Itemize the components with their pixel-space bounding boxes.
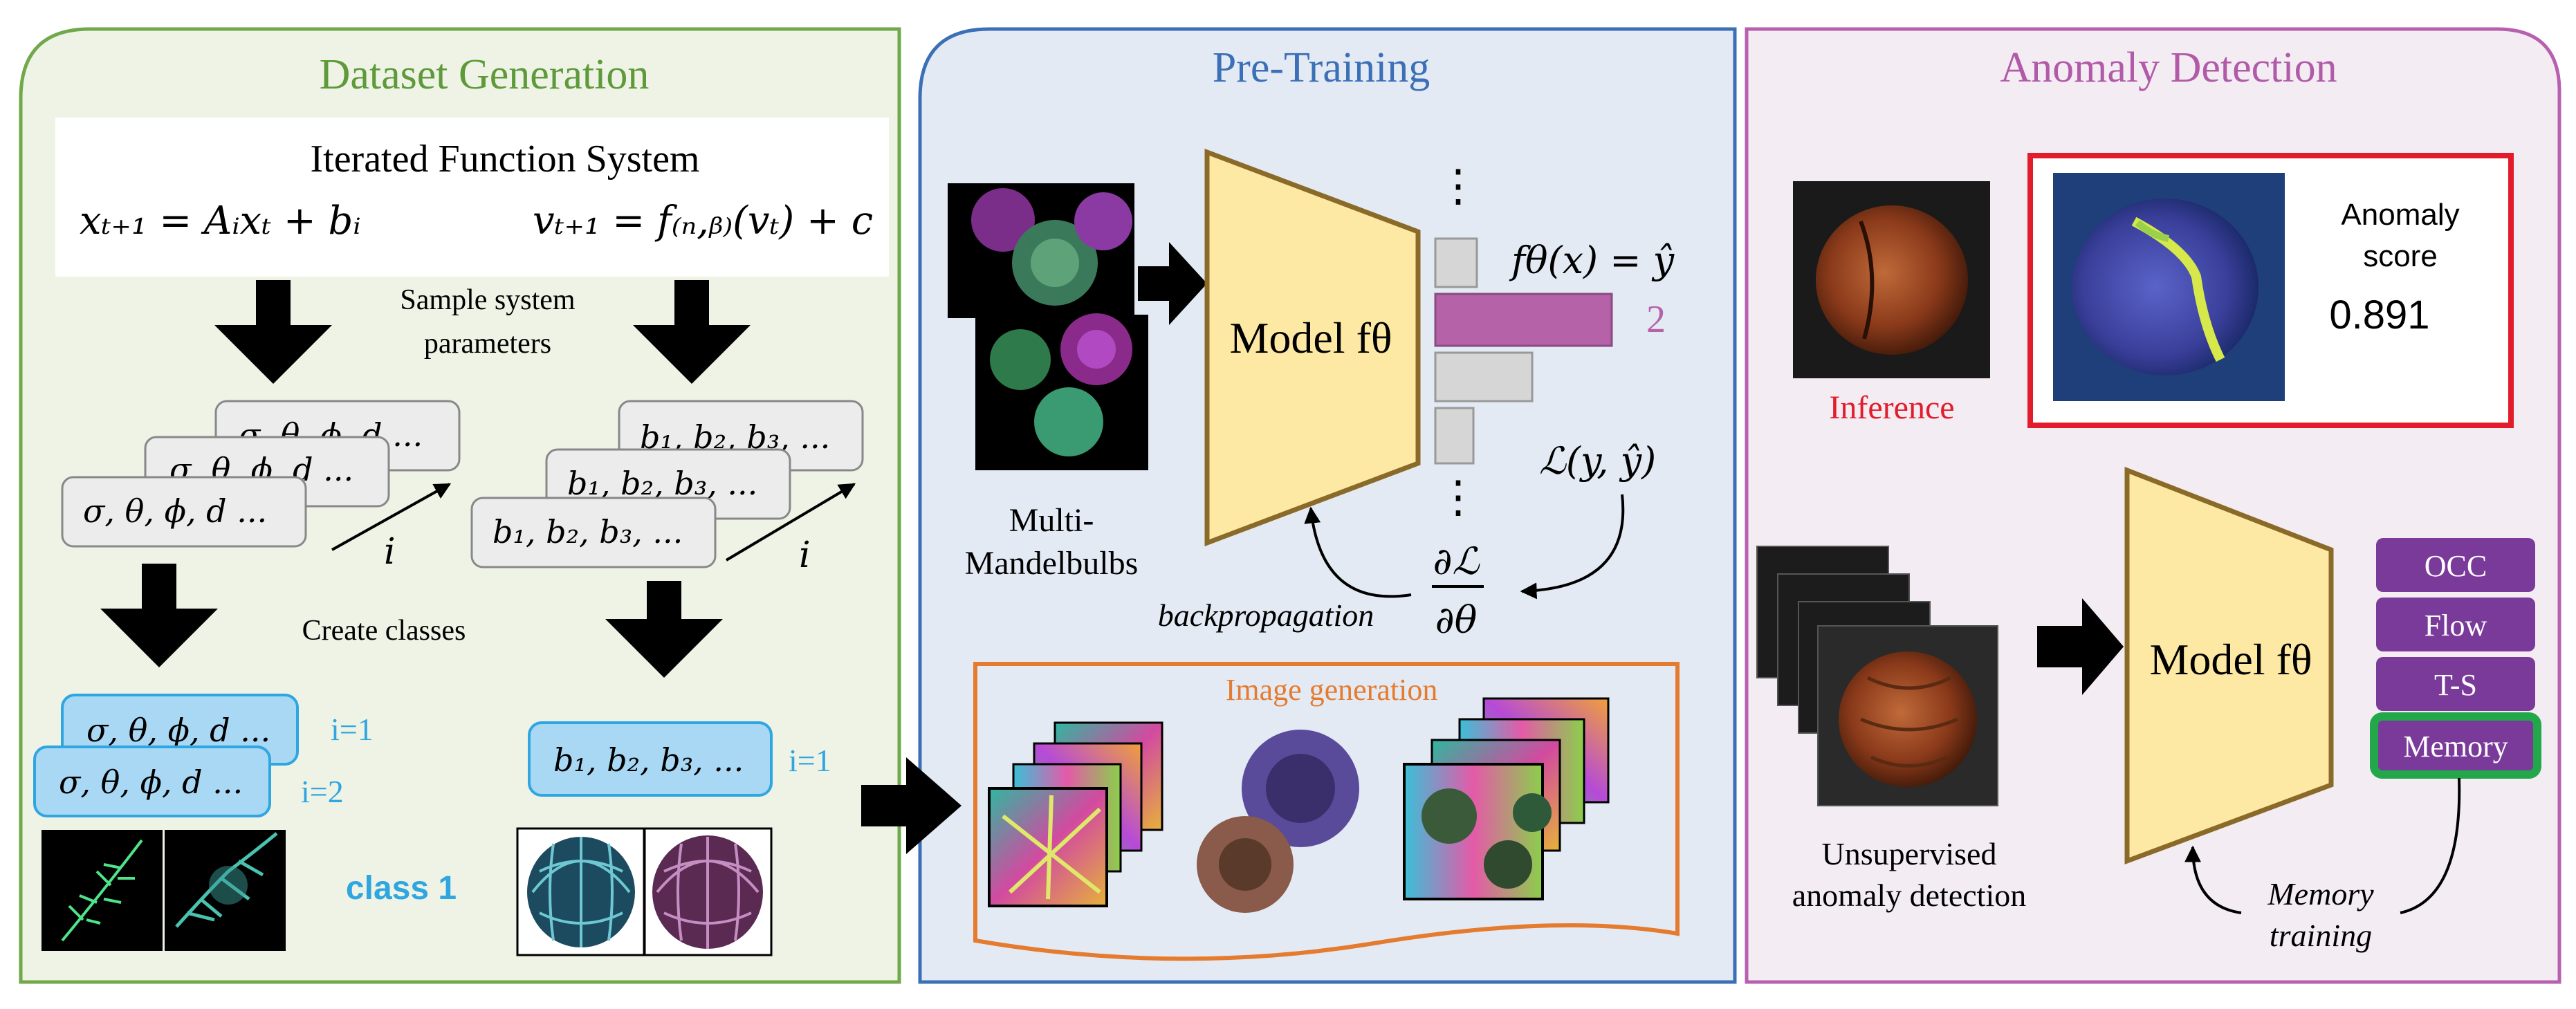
inference-label: Inference [1829,389,1954,426]
arrow-to-model [1138,242,1207,325]
backprop-label: backpropagation [1158,598,1374,633]
multi-mandelbulbs-images [948,183,1148,470]
arrow-to-pretraining [861,757,962,854]
loss-to-gradient-curve [1520,494,1625,600]
method-occ [2376,538,2535,592]
gradient-numerator: ∂ℒ [1433,539,1480,583]
iter-label-left: i [384,531,396,573]
multi-label-1: Multi- [1009,502,1094,539]
method-list: OCC Flow T-S Memory [2370,538,2541,779]
param-text-right-front: b₁, b₂, b₃, ... [493,513,683,550]
detector-model-trapezoid [2124,466,2334,865]
pretrain-model-trapezoid [1204,148,1421,547]
dataset-generation-panel: Dataset Generation Iterated Function Sys… [19,27,901,984]
inference-hazelnut-image [1793,181,1990,378]
param-text-left-front: σ, θ, ϕ, d ... [83,492,267,530]
down-arrow-left-bottom [100,564,218,667]
output-bar-1 [1434,237,1478,288]
iter-label-right: i [799,535,811,576]
create-classes-label: Create classes [302,615,466,647]
unsupervised-label-1: Unsupervised [1822,836,1997,871]
anomaly-panel-title: Anomaly Detection [2000,44,2337,91]
class-index-right: i=1 [789,743,831,778]
anomaly-detection-panel: Anomaly Detection Inference Anomaly scor… [1745,27,2561,984]
class-1-label: class 1 [346,870,457,907]
arrow-to-detector [2037,598,2124,695]
down-arrow-left-top [214,280,332,384]
sample-params-label-1: Sample system [400,284,575,316]
param-box-left-front [61,476,307,548]
method-memory [2370,712,2541,779]
method-flow-label: Flow [2425,609,2487,642]
method-ts [2376,657,2535,711]
output-class-index: 2 [1646,298,1666,341]
class-index-1: i=1 [331,712,374,747]
ifs-title: Iterated Function System [310,138,699,180]
unsupervised-image-stack [1756,546,1998,806]
mandelbulb-class-images [516,827,773,956]
class-box-front [33,746,271,817]
output-dots-bottom: ⋮ [1436,472,1480,521]
pretraining-panel-title: Pre-Training [1213,44,1430,91]
class-text-front: σ, θ, ϕ, d ... [59,763,243,801]
memory-training-curve [2193,777,2461,914]
loss-label: ℒ(y, ŷ) [1539,439,1656,483]
ifs-box [55,118,889,277]
down-arrow-right-top [633,280,751,384]
anomaly-heatmap-image [2053,173,2285,401]
sample-params-label-2: parameters [424,328,551,360]
image-generation-title: Image generation [1226,673,1438,707]
detector-model-label: Model fθ [2149,635,2312,684]
output-bar-3 [1434,351,1534,402]
fern-fractal-images [42,830,286,951]
class-text-back: σ, θ, ϕ, d ... [86,712,270,749]
gradient-denominator: ∂θ [1435,598,1477,642]
method-flow [2376,598,2535,651]
method-occ-label: OCC [2425,549,2487,583]
class-index-2: i=2 [301,774,344,809]
param-text-right-mid: b₁, b₂, b₃, ... [567,465,757,502]
class-text-right: b₁, b₂, b₃, ... [553,741,744,779]
output-bar-4 [1434,407,1475,465]
ifs-equation-left: xₜ₊₁ = Aᵢxₜ + bᵢ [80,198,361,243]
method-memory-label: Memory [2403,730,2508,763]
anomaly-score-label-2: score [2363,239,2438,273]
output-equation: fθ(x) = ŷ [1509,239,1675,282]
down-arrow-right-bottom [605,581,723,678]
dataset-panel-title: Dataset Generation [320,51,650,98]
class-box-right [528,721,773,797]
pretraining-panel: Pre-Training Multi- Mandelbulbs Model fθ… [861,27,1737,984]
iter-arrow-right [725,483,856,562]
backprop-curve [1304,506,1412,598]
generated-fractal-images [988,697,1610,913]
anomaly-score-label-1: Anomaly [2341,198,2459,232]
ifs-equation-right: vₜ₊₁ = f₍ₙ,ᵦ₎(vₜ) + c [533,198,873,243]
memory-training-label-1: Memory [2267,876,2374,911]
output-bar-2-highlight [1434,293,1613,347]
pretrain-model-label: Model fθ [1229,313,1392,362]
param-box-right-front [470,497,717,568]
output-dots-top: ⋮ [1436,161,1480,210]
anomaly-score-value: 0.891 [2329,293,2429,337]
iter-arrow-left [331,483,452,551]
method-ts-label: T-S [2434,668,2477,702]
memory-training-label-2: training [2270,918,2372,953]
multi-label-2: Mandelbulbs [965,545,1139,582]
unsupervised-label-2: anomaly detection [1792,878,2027,913]
